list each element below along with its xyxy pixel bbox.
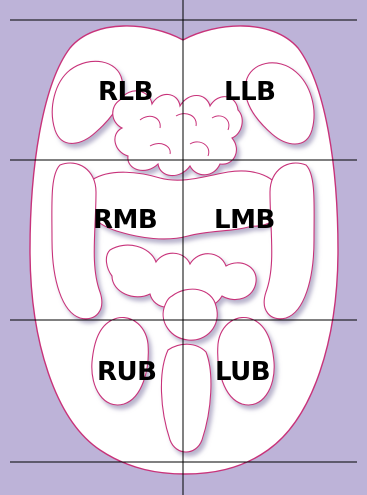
label-rmb: RMB	[93, 205, 157, 235]
central-organ	[163, 289, 217, 340]
label-rub: RUB	[97, 357, 156, 387]
label-llb: LLB	[224, 77, 275, 107]
label-lmb: LMB	[214, 205, 275, 235]
label-rlb: RLB	[98, 77, 153, 107]
lower-central-organ	[161, 344, 211, 452]
label-lub: LUB	[215, 357, 270, 387]
